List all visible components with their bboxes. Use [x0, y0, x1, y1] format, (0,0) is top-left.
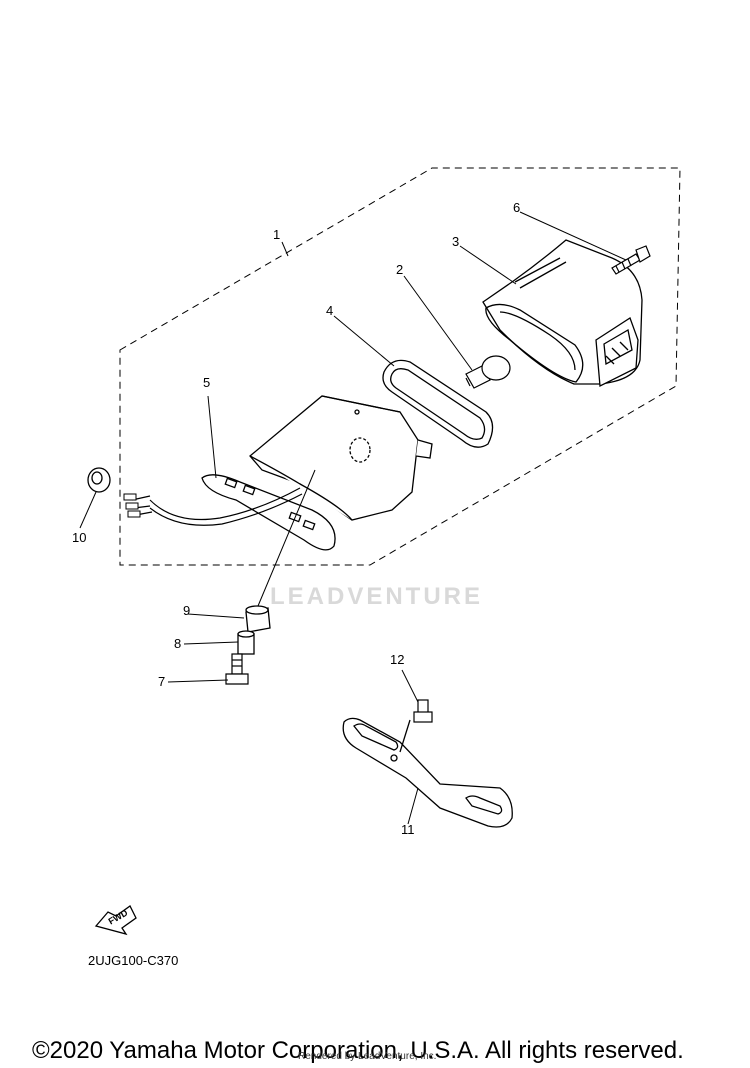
watermark: LEADVENTURE [270, 583, 484, 610]
part-bracket-bolt [413, 699, 433, 723]
diagram-code: 2UJG100-C370 [88, 953, 179, 968]
copyright-text: ©2020 Yamaha Motor Corporation, U.S.A. A… [32, 1037, 684, 1064]
assembly-outline [119, 167, 681, 566]
alignment-line [257, 469, 316, 607]
part-bracket [342, 717, 513, 828]
rendered-by-text: Rendered by LeadVenture, Inc. [298, 1051, 437, 1062]
fwd-arrow-icon [94, 905, 137, 936]
part-bushing [245, 605, 271, 633]
callout-12: 12 [390, 652, 405, 667]
part-grommet [87, 467, 111, 493]
callout-5: 5 [203, 375, 211, 390]
callout-1: 1 [273, 227, 281, 242]
part-screw [611, 245, 651, 275]
part-gasket [382, 359, 494, 448]
callout-9: 9 [183, 603, 191, 618]
callout-11: 11 [401, 822, 415, 837]
callout-4: 4 [326, 303, 334, 318]
callout-7: 7 [158, 674, 166, 689]
leader-lines [79, 211, 627, 825]
part-collar [237, 630, 255, 655]
callout-6: 6 [513, 200, 521, 215]
part-lens-housing [482, 239, 643, 388]
callout-10: 10 [72, 530, 87, 545]
part-bolt [225, 653, 249, 685]
wire-terminals [123, 493, 141, 518]
part-base-socket [201, 395, 433, 551]
callout-2: 2 [396, 262, 404, 277]
part-bulb [465, 355, 511, 389]
callout-8: 8 [174, 636, 182, 651]
callout-3: 3 [452, 234, 460, 249]
